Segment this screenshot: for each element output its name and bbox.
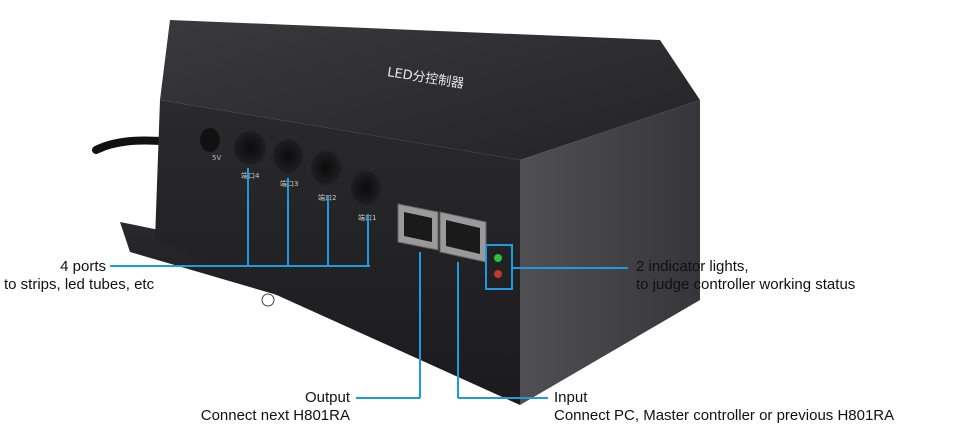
callout-ports-line2: to strips, led tubes, etc [4, 276, 155, 293]
port-label-4: 端口4 [241, 171, 260, 180]
callout-input-line1: Input [554, 389, 588, 406]
mounting-hole [261, 293, 275, 307]
rj45-input-port [439, 211, 487, 263]
callout-output-line2: Connect next H801RA [200, 407, 350, 424]
callout-output-line1: Output [304, 389, 350, 406]
side-face [520, 100, 700, 405]
callout-ports: 4 ports [4, 258, 106, 276]
port-label-3: 端口3 [280, 179, 298, 188]
power-jack [200, 128, 220, 152]
rj45-output-port [397, 203, 439, 251]
callout-ports-desc: to strips, led tubes, etc [4, 276, 154, 294]
top-surface [160, 20, 700, 160]
callout-input: Input Connect PC, Master controller or p… [554, 389, 894, 425]
callout-indicators: 2 indicator lights, to judge controller … [636, 258, 855, 294]
callout-indicators-line1: 2 indicator lights, [636, 258, 749, 275]
callout-lines [110, 168, 628, 399]
callout-output: Output Connect next H801RA [160, 389, 350, 425]
callout-input-line2: Connect PC, Master controller or previou… [554, 407, 895, 424]
green-led [494, 254, 502, 262]
voltage-label: 5V [212, 154, 221, 162]
red-led [494, 270, 502, 278]
front-face [155, 100, 520, 405]
callout-ports-line1: 4 ports [60, 258, 106, 275]
port-hole-4 [234, 131, 266, 165]
port-hole-1 [351, 171, 381, 205]
port-hole-2 [311, 151, 341, 185]
callout-indicators-line2: to judge controller working status [636, 276, 856, 293]
port-hole-3 [273, 139, 303, 173]
